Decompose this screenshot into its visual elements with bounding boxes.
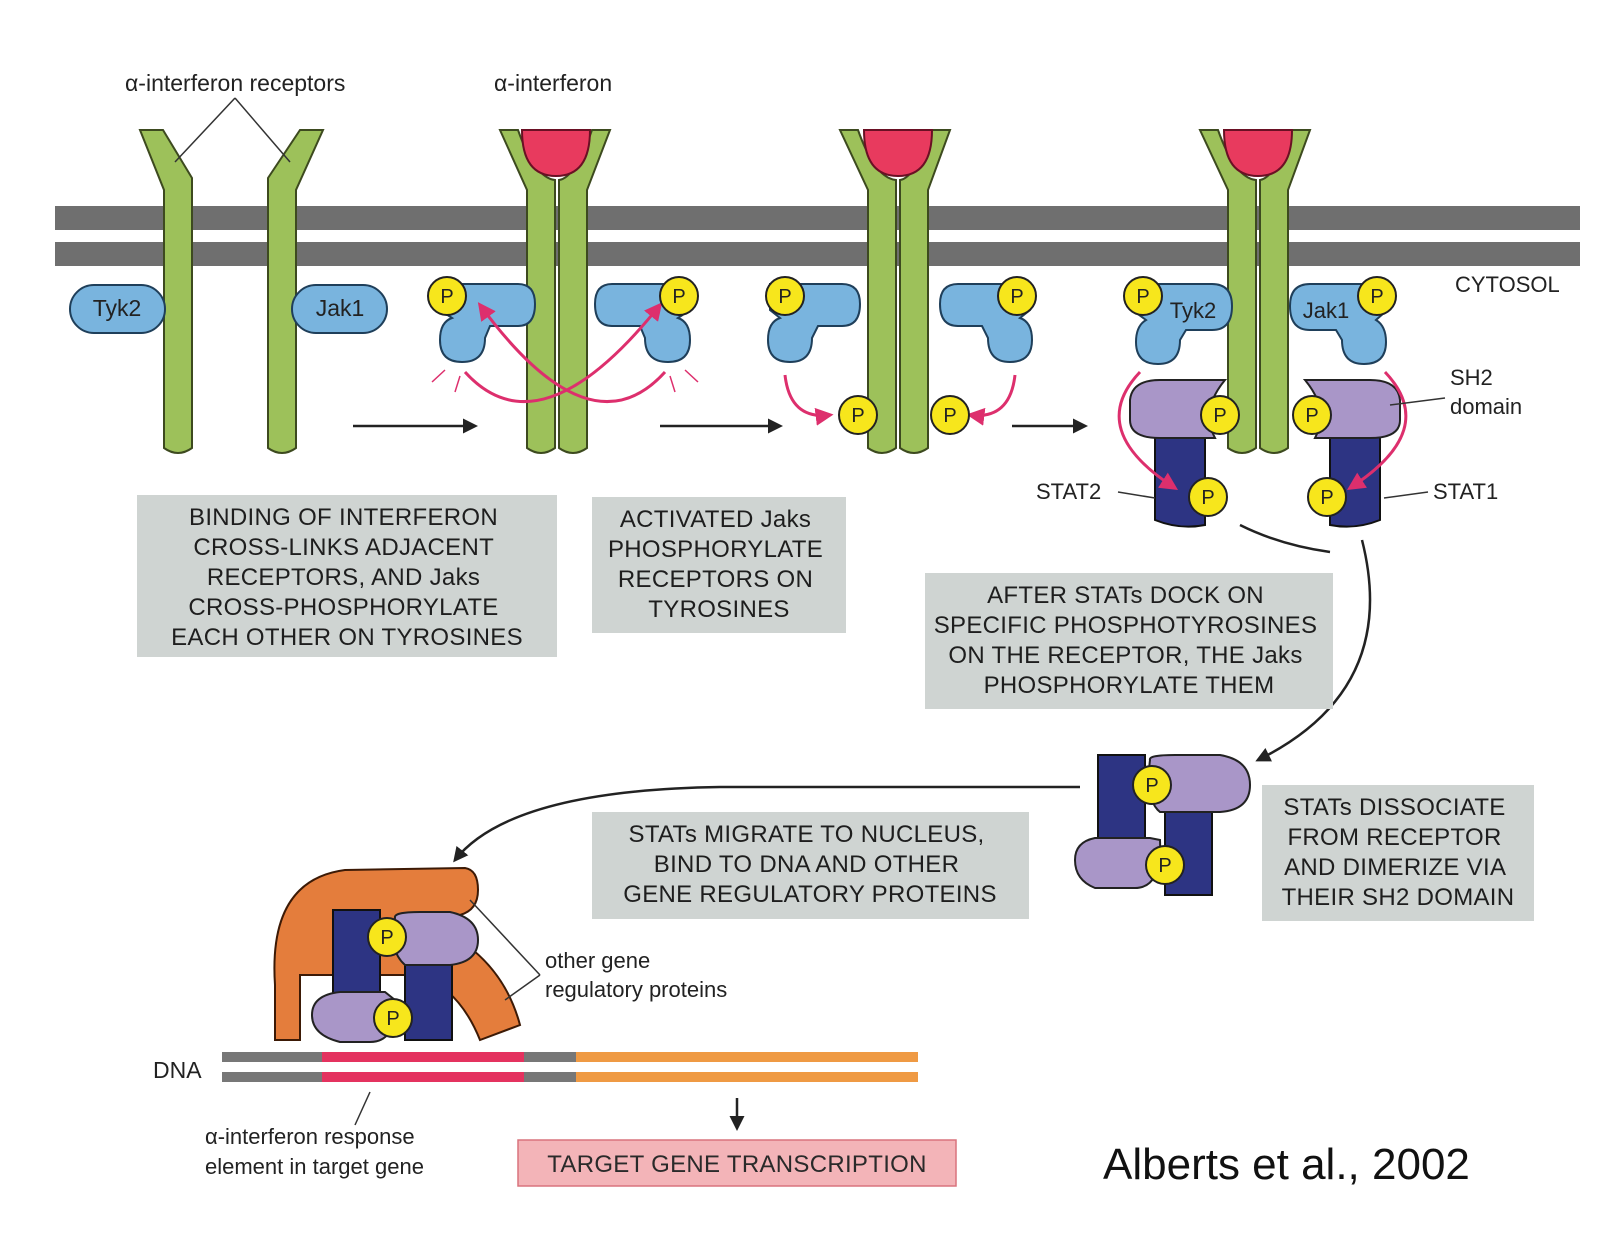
phospho-jak-left-stage3: P — [766, 277, 804, 315]
svg-text:P: P — [1305, 405, 1318, 427]
step4-box: STATs DISSOCIATE FROM RECEPTOR AND DIMER… — [1262, 785, 1534, 921]
stat1-pointer — [1384, 492, 1428, 498]
phospho-tyk2-stage4: P — [1124, 277, 1162, 315]
response-element-label-line2: element in target gene — [205, 1154, 424, 1179]
phospho-stat2: P — [1189, 478, 1227, 516]
other-proteins-label-line1: other gene — [545, 948, 650, 973]
phospho-jak-right-stage3: P — [998, 277, 1036, 315]
sh2-label-line1: SH2 — [1450, 365, 1493, 390]
svg-text:STATs MIGRATE TO NUCLEUS,: STATs MIGRATE TO NUCLEUS, BIND TO DNA AN… — [623, 821, 997, 908]
phospho-dna-dimer-bottom: P — [374, 999, 412, 1037]
svg-text:P: P — [380, 927, 393, 949]
citation: Alberts et al., 2002 — [1103, 1140, 1470, 1190]
stat1-label: STAT1 — [1433, 479, 1498, 504]
jak1-stage1: Jak1 — [292, 285, 387, 333]
svg-text:P: P — [1010, 286, 1023, 308]
sh2-label-line2: domain — [1450, 394, 1522, 419]
dna — [222, 1052, 918, 1082]
phospho-dimer-bottom: P — [1146, 846, 1184, 884]
phospho-stat1: P — [1308, 478, 1346, 516]
phospho-jak1-stage4: P — [1358, 277, 1396, 315]
interferon-label: α-interferon — [494, 70, 612, 96]
phospho-receptor-left-stage3: P — [839, 396, 877, 434]
svg-text:TARGET GENE TRANSCRIPTION: TARGET GENE TRANSCRIPTION — [547, 1151, 927, 1178]
svg-text:P: P — [1158, 855, 1171, 877]
tyk2-stage4-label: Tyk2 — [1170, 298, 1216, 323]
tyk2-label: Tyk2 — [93, 295, 142, 321]
svg-text:P: P — [943, 405, 956, 427]
phospho-receptor-right-stage4: P — [1293, 396, 1331, 434]
svg-text:P: P — [778, 286, 791, 308]
step1-box: BINDING OF INTERFERON CROSS-LINKS ADJACE… — [137, 495, 557, 657]
receptors-pointer — [175, 98, 290, 162]
jak1-stage4-label: Jak1 — [1303, 298, 1349, 323]
step5-box: STATs MIGRATE TO NUCLEUS, BIND TO DNA AN… — [592, 812, 1029, 919]
phospho-receptor-right-stage3: P — [931, 396, 969, 434]
stat2-label: STAT2 — [1036, 479, 1101, 504]
svg-text:P: P — [1320, 487, 1333, 509]
svg-text:P: P — [386, 1008, 399, 1030]
cytosol-label: CYTOSOL — [1455, 272, 1560, 297]
step2-box: ACTIVATED Jaks PHOSPHORYLATE RECEPTORS O… — [592, 497, 846, 633]
phospho-receptor-left-stage4: P — [1201, 396, 1239, 434]
step3-box: AFTER STATs DOCK ON SPECIFIC PHOSPHOTYRO… — [925, 573, 1333, 709]
receptors-label: α-interferon receptors — [125, 70, 345, 96]
svg-text:P: P — [1145, 775, 1158, 797]
dna-label: DNA — [153, 1057, 202, 1083]
jak1-label: Jak1 — [316, 295, 365, 321]
svg-text:P: P — [1213, 405, 1226, 427]
other-proteins-label-line2: regulatory proteins — [545, 977, 727, 1002]
response-element-label-line1: α-interferon response — [205, 1124, 415, 1149]
svg-text:P: P — [851, 405, 864, 427]
svg-text:P: P — [1201, 487, 1214, 509]
svg-text:P: P — [672, 286, 685, 308]
response-element-pointer — [355, 1092, 370, 1125]
stat2-pointer — [1118, 492, 1155, 498]
phospho-dimer-top: P — [1133, 766, 1171, 804]
tyk2-stage1: Tyk2 — [70, 285, 165, 333]
phospho-jak-right-stage2: P — [660, 277, 698, 315]
target-transcription-box: TARGET GENE TRANSCRIPTION — [518, 1140, 956, 1186]
svg-text:BINDING OF INTERFERON CR: BINDING OF INTERFERON CROSS-LINKS ADJACE… — [171, 504, 523, 651]
svg-text:P: P — [1136, 286, 1149, 308]
phospho-dna-dimer-top: P — [368, 918, 406, 956]
svg-text:P: P — [440, 286, 453, 308]
phospho-jak-left-stage2: P — [428, 277, 466, 315]
svg-text:P: P — [1370, 286, 1383, 308]
